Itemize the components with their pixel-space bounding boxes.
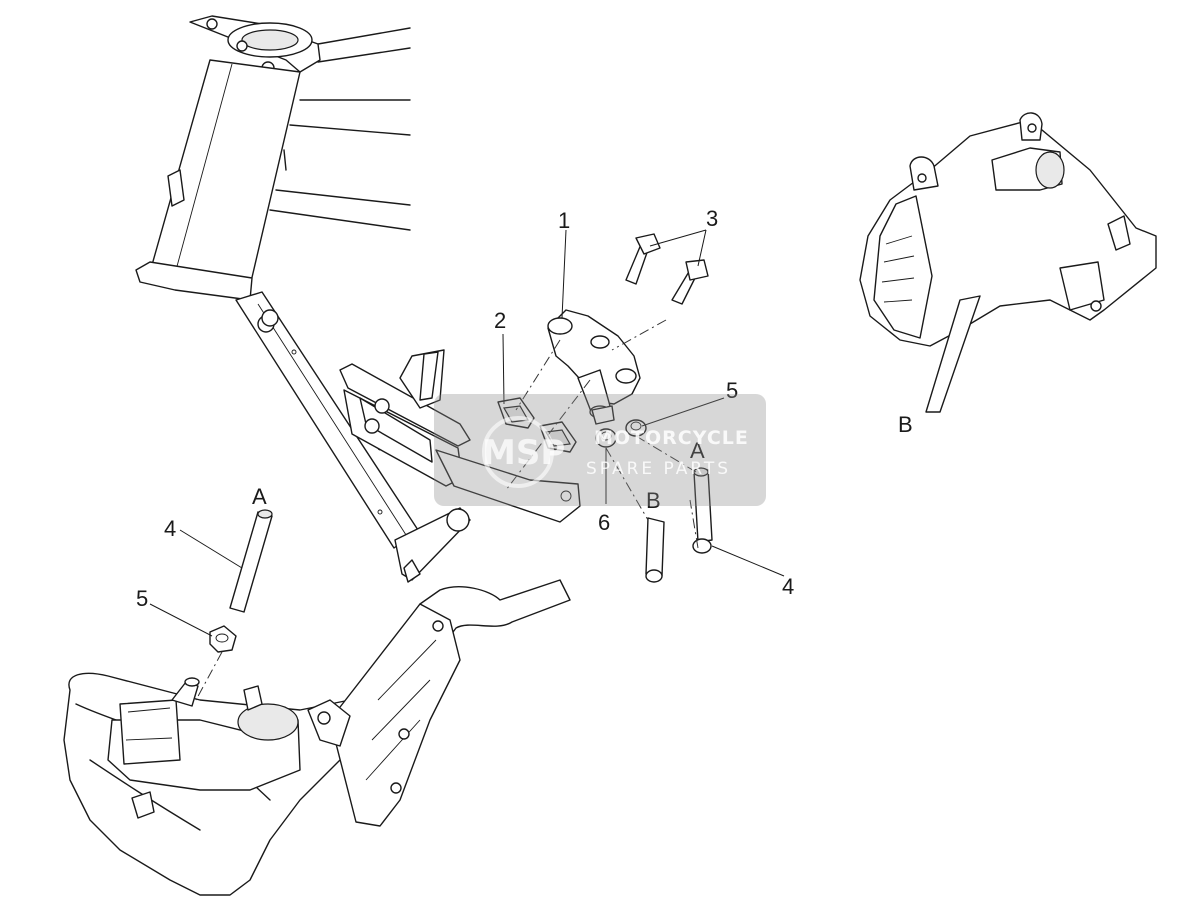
callout-b-right: B: [898, 412, 913, 437]
hose-b-mid: [645, 517, 665, 583]
air-box-assembly: [859, 112, 1157, 413]
part-6-clamp: [595, 428, 617, 448]
exhaust-assembly: [63, 579, 571, 896]
callout-4-right: 4: [782, 574, 794, 599]
part-3-screws: [625, 233, 709, 305]
part-1-valve-body: [547, 309, 641, 425]
callout-labels: 1 2 3 5 A B 6 4 A 4 5 B: [136, 206, 913, 611]
callout-a-right: A: [690, 438, 705, 463]
callout-1: 1: [558, 208, 570, 233]
part-4-hose-left: [229, 509, 273, 613]
watermark-line-1: MOTORCYCLE: [594, 427, 749, 449]
leader-lines: [149, 229, 785, 637]
callout-6: 6: [598, 510, 610, 535]
watermark: MSP MOTORCYCLE SPARE PARTS: [434, 394, 766, 506]
part-5-clamp-left: [209, 625, 237, 653]
callout-a-left: A: [252, 484, 267, 509]
callout-3: 3: [706, 206, 718, 231]
callout-5-right: 5: [726, 378, 738, 403]
callout-2: 2: [494, 308, 506, 333]
callout-5-left: 5: [136, 586, 148, 611]
callout-4-left: 4: [164, 516, 176, 541]
watermark-logo: MSP: [482, 433, 565, 473]
callout-b-mid: B: [646, 488, 661, 513]
watermark-line-2: SPARE PARTS: [586, 459, 731, 479]
